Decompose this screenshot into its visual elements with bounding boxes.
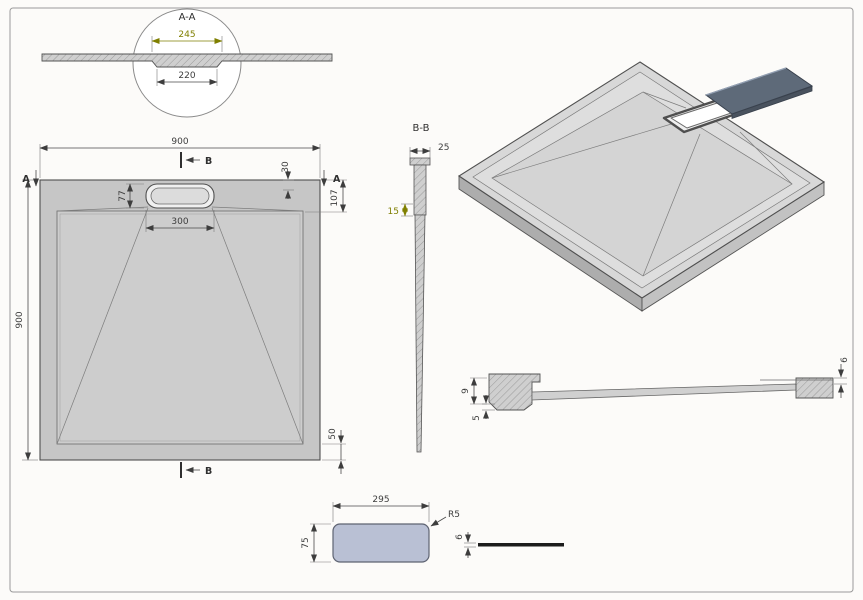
dim-section-rim: 25 <box>438 143 449 153</box>
marker-a-right-label: A <box>333 174 341 185</box>
side-left-block <box>488 373 541 411</box>
dim-side-step: 5 <box>472 415 482 421</box>
dim-77-group: 77 <box>118 183 144 209</box>
drain-plan <box>145 183 215 209</box>
section-bb-profile <box>409 157 431 453</box>
dim-30-group: 30 <box>281 161 294 199</box>
dim-900-top-group: 900 <box>39 137 321 178</box>
section-marker-b-top: B <box>180 152 212 168</box>
sheet-border <box>9 7 854 593</box>
dim-6-side-group: 6 <box>834 357 850 398</box>
dim-bottom-inset: 50 <box>328 428 338 440</box>
view-cover-detail: 295 R5 75 6 <box>301 495 564 563</box>
iso-floor-edge <box>491 91 793 277</box>
dim-9-side-group: 9 <box>461 377 487 405</box>
dim-drain-depth: 77 <box>118 190 128 201</box>
iso-fold-lines <box>491 91 793 277</box>
dim-plan-width: 900 <box>171 137 188 147</box>
dim-detail-inner-width: 220 <box>178 71 195 81</box>
dim-245-group: 245 <box>151 30 223 52</box>
dim-r5-group: R5 <box>430 510 460 527</box>
section-marker-a-right: A <box>321 170 341 187</box>
dim-75-group: 75 <box>301 523 331 563</box>
marker-b-bottom-label: B <box>205 466 212 477</box>
dim-top-inset: 107 <box>330 189 340 206</box>
detail-aa-label: A-A <box>179 12 196 23</box>
dim-rim-height: 6 <box>840 357 850 363</box>
cover-front-view <box>332 523 430 563</box>
dim-220-group: 220 <box>156 69 218 86</box>
dim-detail-outer-width: 245 <box>178 30 195 40</box>
dim-cover-width: 295 <box>372 495 389 505</box>
tray-edge-section <box>41 53 333 68</box>
view-isometric <box>457 61 826 312</box>
dim-cover-thickness: 6 <box>455 534 465 540</box>
section-bb-label: B-B <box>413 123 430 134</box>
iso-drain-cover <box>704 67 814 120</box>
view-section-bb: B-B 25 15 <box>388 123 449 453</box>
dim-drain-width: 300 <box>171 217 188 227</box>
tray-inner-line <box>59 213 301 442</box>
dim-section-step: 15 <box>388 207 399 217</box>
dim-15-group: 15 <box>388 203 413 217</box>
dim-cover-height: 75 <box>301 537 311 548</box>
section-marker-b-bottom: B <box>180 462 212 478</box>
dim-295-group: 295 <box>332 495 430 522</box>
marker-b-top-label: B <box>205 156 212 167</box>
view-plan: 900 900 300 77 30 <box>15 137 347 478</box>
view-side-section: 6 9 5 <box>461 357 850 421</box>
dim-top-edge: 30 <box>281 161 291 173</box>
section-marker-a-left: A <box>22 170 39 187</box>
dim-25-group: 25 <box>409 143 449 158</box>
side-right-block <box>795 377 834 399</box>
dim-plan-height: 900 <box>15 311 25 328</box>
dim-6-cover-group: 6 <box>455 532 476 558</box>
cover-edge-view <box>478 543 564 547</box>
dim-300-group: 300 <box>145 210 215 232</box>
dim-900-left-group: 900 <box>15 179 38 461</box>
dim-5-side-group: 5 <box>472 395 495 421</box>
marker-a-left-label: A <box>22 174 30 185</box>
dim-cover-radius: R5 <box>448 510 460 520</box>
view-detail-aa: A-A 245 220 <box>41 8 333 118</box>
tray-inner-rim <box>56 210 304 445</box>
side-floor-slab <box>531 383 797 401</box>
dim-side-depth: 9 <box>461 388 471 394</box>
dim-50-group: 50 <box>322 428 346 474</box>
